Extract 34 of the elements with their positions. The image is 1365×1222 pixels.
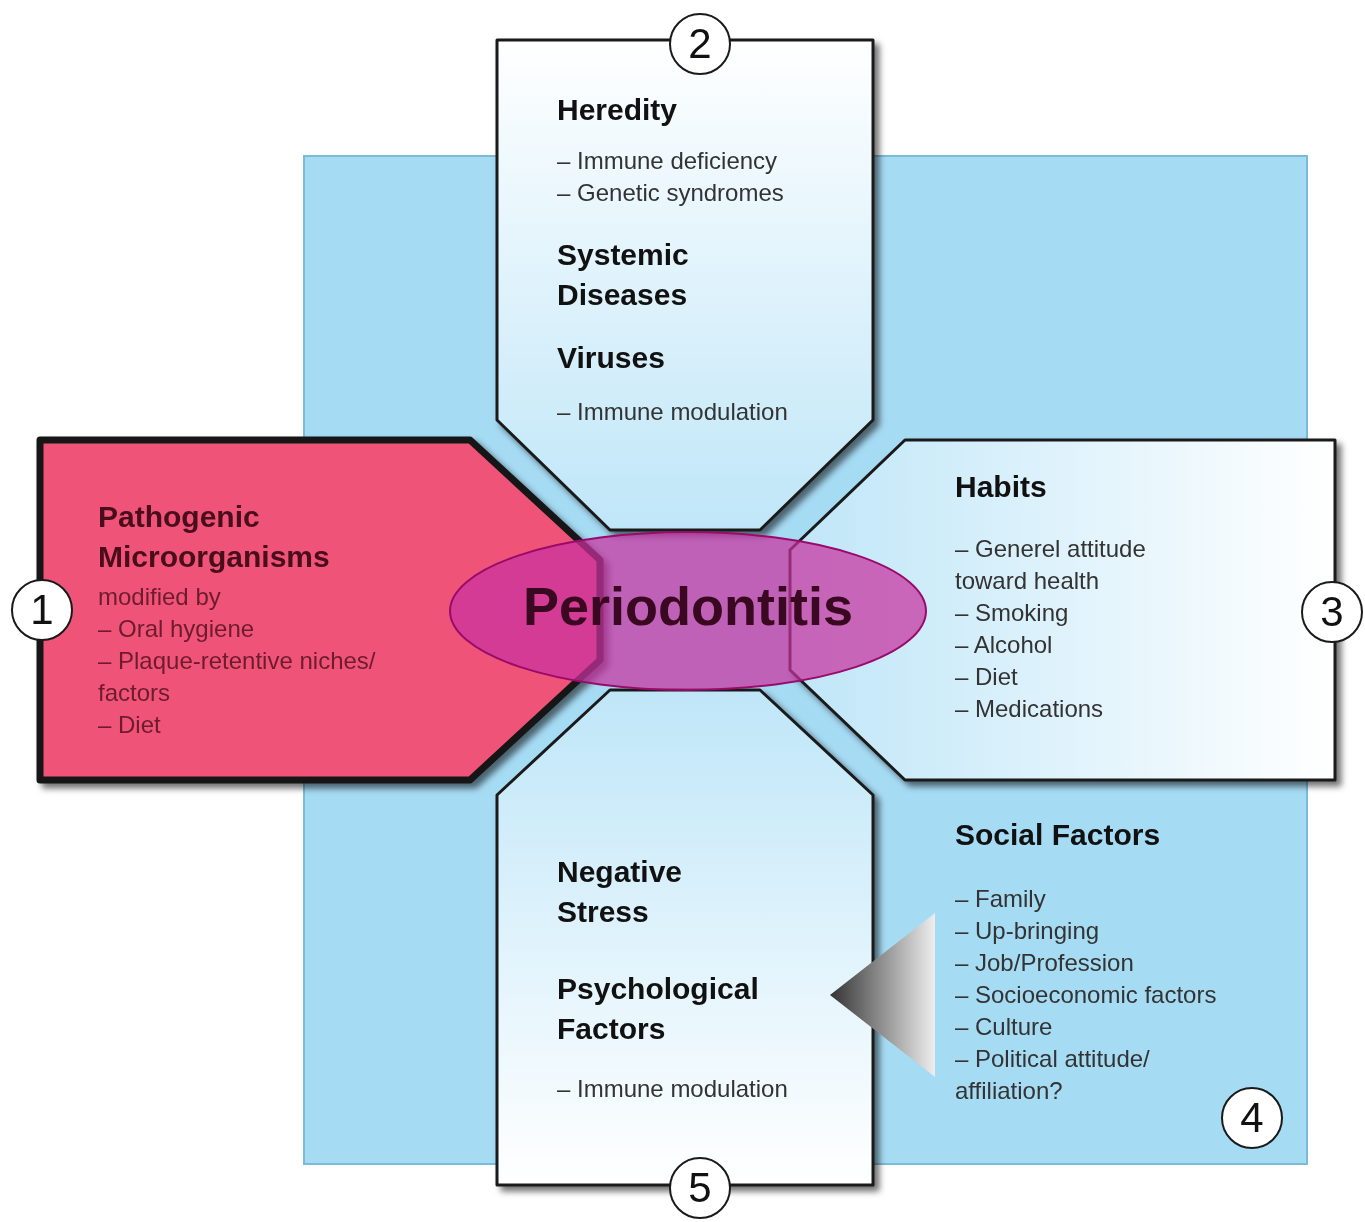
list-item: – Generel attitude toward health — [955, 534, 1147, 596]
list-item: – Medications — [955, 694, 1104, 724]
list-item: – Oral hygiene — [98, 614, 255, 644]
list-item: – Genetic syndromes — [557, 178, 784, 208]
callout-number: 3 — [1320, 590, 1344, 634]
heading: Systemic Diseases — [557, 237, 690, 313]
list-item: – Up-bringing — [955, 916, 1100, 946]
list-item: – Alcohol — [955, 630, 1053, 660]
list-item: – Immune modulation — [557, 397, 788, 427]
heading: Social Factors — [955, 817, 1161, 853]
callout-number: 2 — [688, 22, 712, 66]
subheading: modified by — [98, 582, 221, 612]
center-label: Periodontitis — [523, 576, 853, 636]
arrow — [830, 913, 935, 1077]
list-item: – Immune deficiency — [557, 146, 778, 176]
callout-number: 1 — [30, 588, 54, 632]
list-item: – Smoking — [955, 598, 1069, 628]
list-item: – Diet — [98, 710, 161, 740]
list-item: – Socioeconomic factors — [955, 980, 1217, 1010]
list-item: – Diet — [955, 662, 1018, 692]
heading: Heredity — [557, 92, 678, 128]
heading: Psychological Factors — [557, 971, 760, 1047]
heading: Negative Stress — [557, 854, 684, 930]
list-item: – Job/Profession — [955, 948, 1134, 978]
list-item: – Plaque-retentive niches/ factors — [98, 646, 377, 708]
list-item: – Culture — [955, 1012, 1053, 1042]
list-item: – Family — [955, 884, 1046, 914]
callout-number: 4 — [1240, 1096, 1264, 1140]
list-item: – Political attitude/ affiliation? — [955, 1044, 1151, 1106]
list-item: – Immune modulation — [557, 1074, 788, 1104]
callout-number: 5 — [688, 1166, 712, 1210]
heading: Pathogenic Microorganisms — [98, 499, 331, 575]
heading: Habits — [955, 469, 1047, 505]
heading: Viruses — [557, 340, 665, 376]
